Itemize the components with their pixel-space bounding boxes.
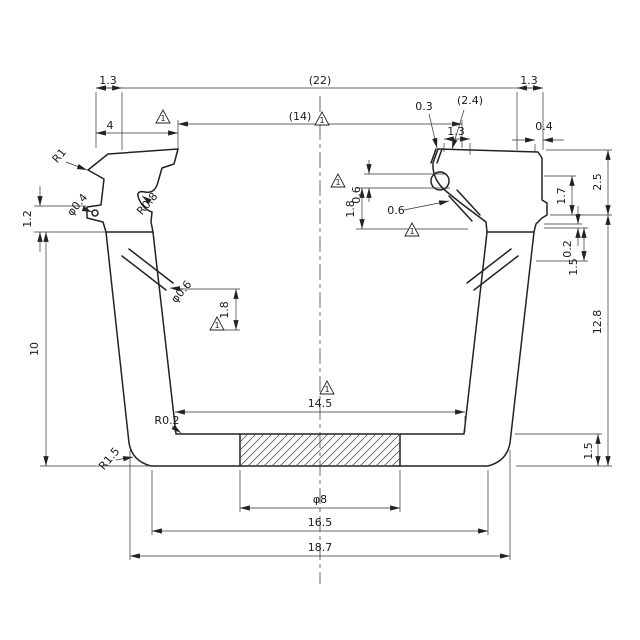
dim-wall-height: 10 <box>28 342 41 356</box>
right-flange-hole <box>430 171 450 191</box>
dimension-labels: 1.3 (22) 1.3 4 (14) 0.3 (2.4) 1.3 0.4 1.… <box>21 74 604 554</box>
surface-mark-triangle <box>330 173 346 188</box>
surface-mark-triangle <box>155 109 171 124</box>
surface-mark-triangle <box>404 222 420 237</box>
dim-inner-width: 14.5 <box>308 397 333 410</box>
dim-flange-width: 4 <box>107 119 114 132</box>
section-hatch <box>239 433 401 467</box>
dim-right-flange-ref: (2.4) <box>457 94 483 107</box>
dim-step-02: 0.2 <box>561 240 574 258</box>
surface-mark-triangle <box>319 380 335 395</box>
dim-top-right-gap: 1.3 <box>520 74 538 87</box>
dim-right-lip: 0.4 <box>535 120 553 133</box>
outer-profile <box>86 148 548 467</box>
surface-marks: 1 1 1 1 1 1 <box>155 109 420 395</box>
dim-tip-gap: 0.3 <box>415 100 433 113</box>
dim-left-lip-height: 1.2 <box>21 210 34 228</box>
extension-lines <box>34 92 612 560</box>
right-wall-slot <box>473 255 519 291</box>
dim-depth-18: 1.8 <box>344 200 357 218</box>
dim-total-height: 12.8 <box>591 310 604 335</box>
dim-top-left-gap: 1.3 <box>99 74 117 87</box>
dim-right-hook: 1.3 <box>447 125 465 138</box>
surface-mark-number: 1 <box>160 114 165 123</box>
dim-opening-width: (14) <box>289 110 312 123</box>
dim-lip-height: 1.7 <box>555 187 568 205</box>
surface-mark-triangle <box>209 316 225 331</box>
flange-tip-slit <box>430 148 437 164</box>
right-flange-channel <box>456 189 481 216</box>
dim-hole-phi8: φ8 <box>313 493 327 506</box>
dim-step-06: 0.6 <box>350 186 363 204</box>
dimension-lines <box>37 85 611 559</box>
left-wall-slot <box>121 255 167 291</box>
flange-tip-slit <box>436 148 443 164</box>
dim-step-15: 1.5 <box>567 258 580 276</box>
left-wall-slot <box>128 248 174 284</box>
inner-profile <box>137 148 488 435</box>
dim-base-height: 1.5 <box>582 442 595 460</box>
surface-mark-number: 1 <box>335 178 340 187</box>
right-wall-slot <box>466 248 512 284</box>
label-radius-r15: R1.5 <box>96 445 122 473</box>
left-lip-hole <box>91 209 99 217</box>
right-flange-channel <box>448 195 473 222</box>
dim-rim-height: 2.5 <box>591 173 604 191</box>
dim-slot-length: 1.8 <box>218 301 231 319</box>
dim-overall-width: (22) <box>309 74 332 87</box>
surface-mark-number: 1 <box>319 116 324 125</box>
surface-mark-number: 1 <box>214 321 219 330</box>
label-radius-r02: R0.2 <box>154 414 179 427</box>
surface-mark-triangle <box>314 111 330 126</box>
label-radius-r1: R1 <box>50 146 69 166</box>
dim-overall-base: 18.7 <box>308 541 333 554</box>
dim-channel-06: 0.6 <box>387 204 405 217</box>
part-geometry <box>86 148 548 467</box>
surface-mark-number: 1 <box>409 227 414 236</box>
surface-mark-number: 1 <box>324 385 329 394</box>
dim-base-width: 16.5 <box>308 516 333 529</box>
